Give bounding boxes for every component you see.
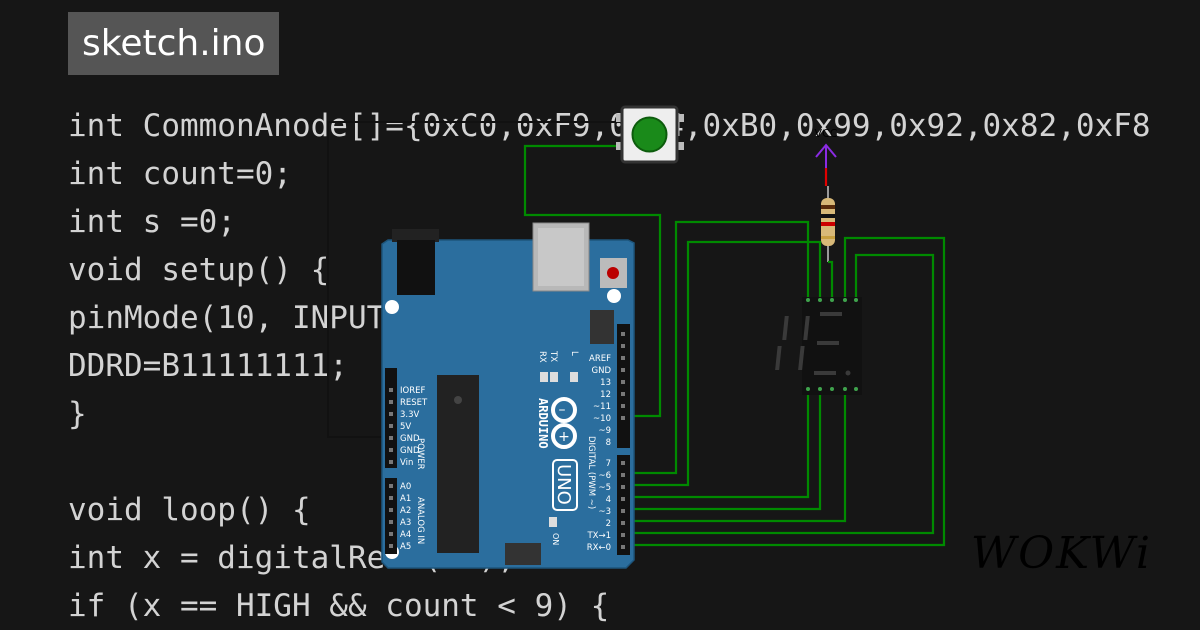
pin-label-1: GND xyxy=(592,366,612,376)
pin-label-gnd: GND xyxy=(400,446,420,456)
header-pin[interactable] xyxy=(621,404,625,408)
pin-label-d6: TX→1 xyxy=(586,531,611,541)
wire-gnd-button[interactable] xyxy=(327,121,624,438)
header-pin[interactable] xyxy=(621,461,625,465)
pin-label-a2: A2 xyxy=(400,506,411,516)
pin-label-a0: A0 xyxy=(400,482,411,492)
seven-segment-display[interactable] xyxy=(775,297,862,395)
header-pin[interactable] xyxy=(621,521,625,525)
vcc-terminal[interactable]: VCC xyxy=(815,127,838,168)
header-pin[interactable] xyxy=(389,400,393,404)
header-pin[interactable] xyxy=(621,356,625,360)
header-pin[interactable] xyxy=(389,436,393,440)
led-label-tx: TX xyxy=(548,350,558,362)
pin-label-d5: 2 xyxy=(606,519,611,529)
code-line: int count=0; xyxy=(68,156,292,192)
led-label-rx: RX xyxy=(537,351,547,363)
code-line: if (x == HIGH && count < 9) { xyxy=(68,588,610,624)
header-pin[interactable] xyxy=(621,509,625,513)
led-label-l: L xyxy=(569,351,579,356)
pin-label-a1: A1 xyxy=(400,494,411,504)
digital-label: DIGITAL (PWM ~) xyxy=(586,436,596,509)
code-line: void loop() { xyxy=(68,492,311,528)
pin-label-d0: 7 xyxy=(606,459,611,469)
header-pin[interactable] xyxy=(621,368,625,372)
pin-label-7: 8 xyxy=(606,438,611,448)
pin-label-gnd: GND xyxy=(400,434,420,444)
header-pin[interactable] xyxy=(389,520,393,524)
code-line: DDRD=B11111111; xyxy=(68,348,348,384)
pin-label-3: 12 xyxy=(600,390,611,400)
wire-pin3[interactable] xyxy=(625,390,822,511)
header-pin[interactable] xyxy=(389,508,393,512)
pin-label-a5: A5 xyxy=(400,542,411,552)
wire-pin4[interactable] xyxy=(625,390,810,499)
pin-label-5: ~10 xyxy=(593,414,611,424)
pin-label-d7: RX←0 xyxy=(587,543,611,553)
wire-pin1[interactable] xyxy=(625,253,935,535)
code-line: void setup() { xyxy=(68,252,330,288)
header-pin[interactable] xyxy=(621,533,625,537)
wire-pin0[interactable] xyxy=(625,236,946,547)
svg-text:VCC: VCC xyxy=(815,127,838,140)
header-pin[interactable] xyxy=(621,497,625,501)
header-pin[interactable] xyxy=(621,485,625,489)
header-pin[interactable] xyxy=(389,496,393,500)
pin-label-6: ~9 xyxy=(598,426,611,436)
pin-label-d3: 4 xyxy=(606,495,611,505)
code-line: int s =0; xyxy=(68,204,236,240)
header-pin[interactable] xyxy=(621,380,625,384)
on-label: ON xyxy=(551,533,560,545)
power-label: POWER xyxy=(415,438,425,470)
header-pin[interactable] xyxy=(389,388,393,392)
pin-label-0: AREF xyxy=(589,354,611,364)
pin-label-a4: A4 xyxy=(400,530,411,540)
header-pin[interactable] xyxy=(389,412,393,416)
wire-pin5[interactable] xyxy=(625,240,822,487)
arduino-brand: ARDUINO xyxy=(536,398,550,449)
code-line: } xyxy=(68,396,87,432)
header-pin[interactable] xyxy=(389,544,393,548)
header-pin[interactable] xyxy=(621,473,625,477)
header-pin[interactable] xyxy=(389,424,393,428)
pin-label-2: 13 xyxy=(600,378,611,388)
arduino-model: UNO xyxy=(553,464,574,505)
svg-text:–: – xyxy=(559,402,566,418)
wire-pin6[interactable] xyxy=(625,220,810,475)
header-pin[interactable] xyxy=(621,392,625,396)
pin-label-d2: ~5 xyxy=(598,483,611,493)
resistor[interactable] xyxy=(821,186,835,262)
pin-label-3.3v: 3.3V xyxy=(400,410,420,420)
header-pin[interactable] xyxy=(389,484,393,488)
header-pin[interactable] xyxy=(389,448,393,452)
analog-label: ANALOG IN xyxy=(415,497,425,544)
pin-label-ioref: IOREF xyxy=(400,386,425,396)
wire-pin2[interactable] xyxy=(625,390,847,523)
arduino-uno-board[interactable]: – + ARDUINO UNO DIGITAL (PWM ~) POWER AN… xyxy=(381,222,635,569)
pin-label-d1: ~6 xyxy=(598,471,611,481)
pin-label-reset: RESET xyxy=(400,398,428,408)
pin-label-4: ~11 xyxy=(593,402,611,412)
header-pin[interactable] xyxy=(621,416,625,420)
pin-label-vin: Vin xyxy=(400,458,413,468)
pin-label-d4: ~3 xyxy=(598,507,611,517)
header-pin[interactable] xyxy=(621,344,625,348)
wire-button-pin10[interactable] xyxy=(523,144,662,418)
header-pin[interactable] xyxy=(621,545,625,549)
pin-label-a3: A3 xyxy=(400,518,411,528)
header-pin[interactable] xyxy=(389,460,393,464)
header-pin[interactable] xyxy=(621,332,625,336)
pin-label-5v: 5V xyxy=(400,422,411,432)
file-tab[interactable]: sketch.ino xyxy=(68,12,280,75)
wokwi-logo: WOKWi xyxy=(970,528,1152,579)
header-pin[interactable] xyxy=(389,532,393,536)
svg-text:+: + xyxy=(558,429,570,445)
push-button[interactable] xyxy=(616,105,684,164)
